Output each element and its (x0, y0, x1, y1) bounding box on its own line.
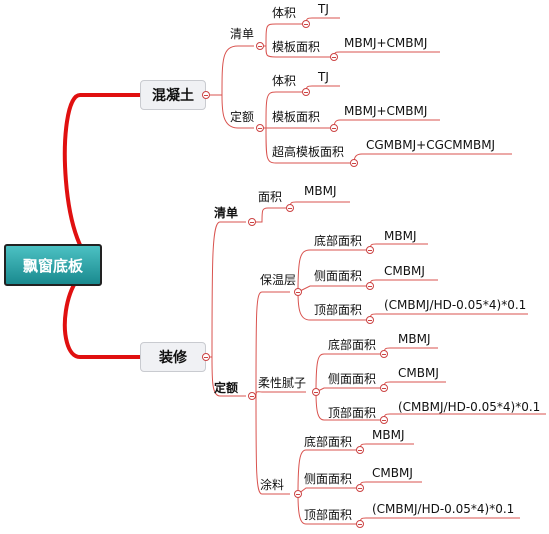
node-top-area[interactable]: 顶部面积 (328, 406, 377, 420)
collapse-toggle-icon[interactable] (302, 20, 310, 28)
node-area-value[interactable]: MBMJ (304, 184, 337, 198)
collapse-toggle-icon[interactable] (248, 218, 256, 226)
root-topic[interactable]: 飘窗底板 (4, 244, 102, 286)
node-top-value[interactable]: (CMBMJ/HD-0.05*4)*0.1 (384, 298, 527, 312)
collapse-toggle-icon[interactable] (350, 159, 358, 167)
collapse-toggle-icon[interactable] (294, 288, 302, 296)
node-insulation[interactable]: 保温层 (260, 273, 297, 287)
node-top-area[interactable]: 顶部面积 (304, 508, 353, 522)
collapse-toggle-icon[interactable] (286, 204, 294, 212)
collapse-toggle-icon[interactable] (366, 246, 374, 254)
node-bottom-value[interactable]: MBMJ (384, 229, 417, 243)
node-volume[interactable]: 体积 (272, 74, 297, 88)
node-volume[interactable]: 体积 (272, 6, 297, 20)
collapse-toggle-icon[interactable] (330, 53, 338, 61)
node-concrete-dinge[interactable]: 定额 (230, 110, 255, 124)
node-formwork-area[interactable]: 模板面积 (272, 110, 321, 124)
collapse-toggle-icon[interactable] (380, 384, 388, 392)
node-high-formwork-area[interactable]: 超高模板面积 (272, 145, 345, 159)
collapse-toggle-icon[interactable] (256, 42, 264, 50)
node-paint[interactable]: 涂料 (260, 478, 285, 492)
node-bottom-area[interactable]: 底部面积 (314, 234, 363, 248)
node-formwork-value[interactable]: MBMJ+CMBMJ (344, 36, 428, 50)
collapse-toggle-icon[interactable] (248, 392, 256, 400)
node-volume-value[interactable]: TJ (318, 70, 329, 84)
collapse-toggle-icon[interactable] (356, 484, 364, 492)
collapse-toggle-icon[interactable] (302, 88, 310, 96)
node-side-area[interactable]: 侧面面积 (304, 472, 353, 486)
node-bottom-value[interactable]: MBMJ (372, 428, 405, 442)
topic-decoration[interactable]: 装修 (140, 342, 206, 372)
node-decor-qingdan[interactable]: 清单 (214, 206, 239, 220)
node-volume-value[interactable]: TJ (318, 2, 329, 16)
collapse-toggle-icon[interactable] (312, 388, 320, 396)
collapse-toggle-icon[interactable] (380, 416, 388, 424)
collapse-toggle-icon[interactable] (356, 520, 364, 528)
node-formwork-area[interactable]: 模板面积 (272, 40, 321, 54)
node-high-formwork-value[interactable]: CGMBMJ+CGCMMBMJ (366, 138, 496, 152)
topic-concrete[interactable]: 混凝土 (140, 80, 206, 110)
node-bottom-area[interactable]: 底部面积 (328, 338, 377, 352)
node-putty[interactable]: 柔性腻子 (258, 376, 307, 390)
node-area[interactable]: 面积 (258, 190, 283, 204)
node-side-area[interactable]: 侧面面积 (328, 372, 377, 386)
node-top-value[interactable]: (CMBMJ/HD-0.05*4)*0.1 (372, 502, 515, 516)
node-bottom-area[interactable]: 底部面积 (304, 435, 353, 449)
node-top-area[interactable]: 顶部面积 (314, 303, 363, 317)
collapse-toggle-icon[interactable] (202, 353, 210, 361)
collapse-toggle-icon[interactable] (330, 124, 338, 132)
collapse-toggle-icon[interactable] (366, 282, 374, 290)
node-decor-dinge[interactable]: 定额 (214, 381, 239, 395)
node-top-value[interactable]: (CMBMJ/HD-0.05*4)*0.1 (398, 400, 541, 414)
collapse-toggle-icon[interactable] (256, 124, 264, 132)
node-formwork-value[interactable]: MBMJ+CMBMJ (344, 104, 428, 118)
node-side-area[interactable]: 侧面面积 (314, 269, 363, 283)
collapse-toggle-icon[interactable] (202, 91, 210, 99)
node-side-value[interactable]: CMBMJ (372, 466, 413, 480)
collapse-toggle-icon[interactable] (294, 490, 302, 498)
collapse-toggle-icon[interactable] (380, 350, 388, 358)
node-side-value[interactable]: CMBMJ (398, 366, 439, 380)
collapse-toggle-icon[interactable] (356, 446, 364, 454)
collapse-toggle-icon[interactable] (366, 316, 374, 324)
node-concrete-qingdan[interactable]: 清单 (230, 27, 255, 41)
node-bottom-value[interactable]: MBMJ (398, 332, 431, 346)
node-side-value[interactable]: CMBMJ (384, 264, 425, 278)
